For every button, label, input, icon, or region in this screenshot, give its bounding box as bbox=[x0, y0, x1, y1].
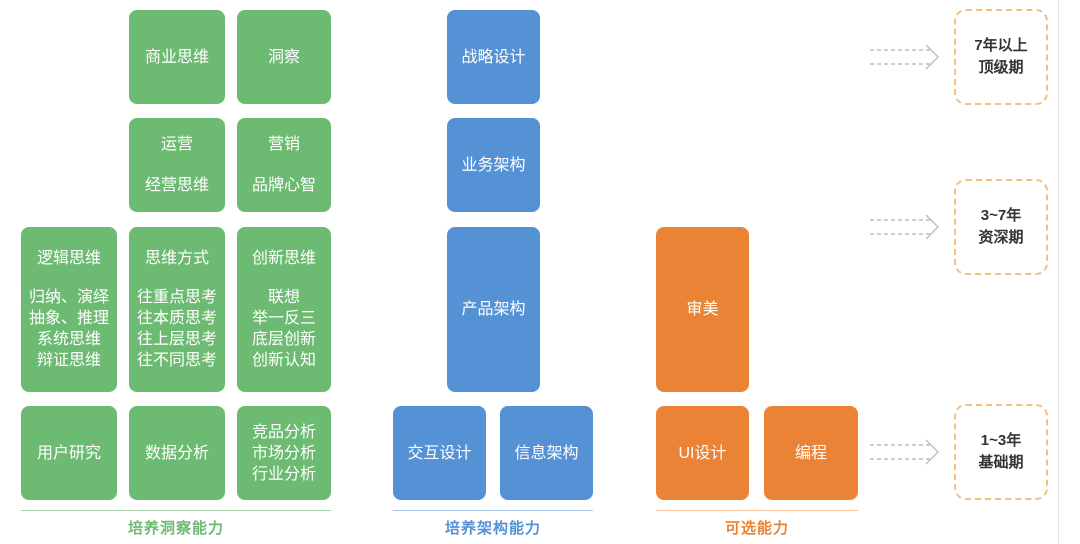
innovation-title: 创新思维 bbox=[251, 250, 316, 267]
stage-years: 3~7年 bbox=[980, 207, 1022, 224]
data-analysis-box: 数据分析 bbox=[129, 406, 225, 500]
stage-name: 基础期 bbox=[978, 454, 1024, 471]
arrow-icon bbox=[870, 44, 939, 70]
strategy-design-label: 战略设计 bbox=[461, 48, 526, 66]
business-thinking-box: 商业思维 bbox=[129, 10, 225, 104]
competitive-line: 市场分析 bbox=[251, 444, 316, 462]
marketing-title: 营销 bbox=[267, 136, 300, 153]
logic-thinking-title: 逻辑思维 bbox=[36, 250, 101, 267]
information-architecture-label: 信息架构 bbox=[514, 444, 579, 462]
aesthetics-label: 审美 bbox=[686, 301, 719, 318]
operations-box: 运营 经营思维 bbox=[129, 118, 225, 212]
stage-senior: 3~7年 资深期 bbox=[954, 179, 1048, 275]
operations-title: 运营 bbox=[160, 136, 193, 153]
business-architecture-box: 业务架构 bbox=[447, 118, 540, 212]
marketing-box: 营销 品牌心智 bbox=[237, 118, 331, 212]
page-edge-line bbox=[1058, 0, 1059, 544]
arrow-icon bbox=[870, 439, 939, 465]
insight-box: 洞察 bbox=[237, 10, 331, 104]
competitive-line: 竞品分析 bbox=[251, 423, 316, 441]
logic-line: 系统思维 bbox=[36, 331, 101, 348]
architecture-category-label: 培养架构能力 bbox=[444, 520, 541, 537]
programming-box: 编程 bbox=[764, 406, 858, 500]
stage-years: 1~3年 bbox=[980, 432, 1022, 449]
stage-years: 7年以上 bbox=[974, 37, 1028, 54]
marketing-sub: 品牌心智 bbox=[251, 177, 316, 194]
operations-sub: 经营思维 bbox=[144, 177, 209, 194]
thinking-mode-title: 思维方式 bbox=[144, 250, 209, 267]
logic-line: 抽象、推理 bbox=[28, 310, 109, 327]
product-architecture-label: 产品架构 bbox=[461, 301, 526, 318]
competitive-analysis-box: 竞品分析 市场分析 行业分析 bbox=[237, 406, 331, 500]
insight-label: 洞察 bbox=[267, 48, 300, 66]
business-thinking-label: 商业思维 bbox=[144, 48, 209, 66]
innovation-line: 联想 bbox=[267, 289, 300, 306]
interaction-design-box: 交互设计 bbox=[393, 406, 486, 500]
innovation-thinking-box: 创新思维 联想 举一反三 底层创新 创新认知 bbox=[237, 227, 331, 392]
thinking-mode-box: 思维方式 往重点思考 往本质思考 往上层思考 往不同思考 bbox=[129, 227, 225, 392]
arrow-icon bbox=[870, 214, 939, 240]
innovation-line: 举一反三 bbox=[251, 310, 316, 327]
aesthetics-box: 审美 bbox=[656, 227, 749, 392]
innovation-line: 创新认知 bbox=[251, 352, 316, 369]
logic-line: 归纳、演绎 bbox=[28, 289, 109, 306]
stage-name: 资深期 bbox=[978, 229, 1024, 246]
logic-thinking-box: 逻辑思维 归纳、演绎 抽象、推理 系统思维 辩证思维 bbox=[21, 227, 117, 392]
product-architecture-box: 产品架构 bbox=[447, 227, 540, 392]
insight-category-label: 培养洞察能力 bbox=[127, 520, 224, 537]
strategy-design-box: 战略设计 bbox=[447, 10, 540, 104]
information-architecture-box: 信息架构 bbox=[500, 406, 593, 500]
business-architecture-label: 业务架构 bbox=[461, 156, 526, 174]
innovation-line: 底层创新 bbox=[251, 331, 316, 348]
optional-divider bbox=[656, 510, 858, 511]
architecture-divider bbox=[393, 510, 593, 511]
stage-top-level: 7年以上 顶级期 bbox=[954, 9, 1048, 105]
thinking-mode-line: 往不同思考 bbox=[136, 352, 217, 369]
thinking-mode-line: 往本质思考 bbox=[136, 310, 217, 327]
ui-design-box: UI设计 bbox=[656, 406, 749, 500]
logic-line: 辩证思维 bbox=[36, 352, 101, 369]
interaction-design-label: 交互设计 bbox=[407, 444, 472, 462]
programming-label: 编程 bbox=[794, 444, 827, 462]
optional-category-label: 可选能力 bbox=[724, 520, 789, 537]
competitive-line: 行业分析 bbox=[251, 465, 316, 483]
stage-name: 顶级期 bbox=[978, 59, 1024, 76]
thinking-mode-line: 往重点思考 bbox=[136, 289, 217, 306]
data-analysis-label: 数据分析 bbox=[144, 444, 209, 462]
thinking-mode-line: 往上层思考 bbox=[136, 331, 217, 348]
ui-design-label: UI设计 bbox=[678, 444, 727, 462]
user-research-label: 用户研究 bbox=[36, 444, 101, 462]
stage-foundation: 1~3年 基础期 bbox=[954, 404, 1048, 500]
user-research-box: 用户研究 bbox=[21, 406, 117, 500]
insight-divider bbox=[21, 510, 331, 511]
